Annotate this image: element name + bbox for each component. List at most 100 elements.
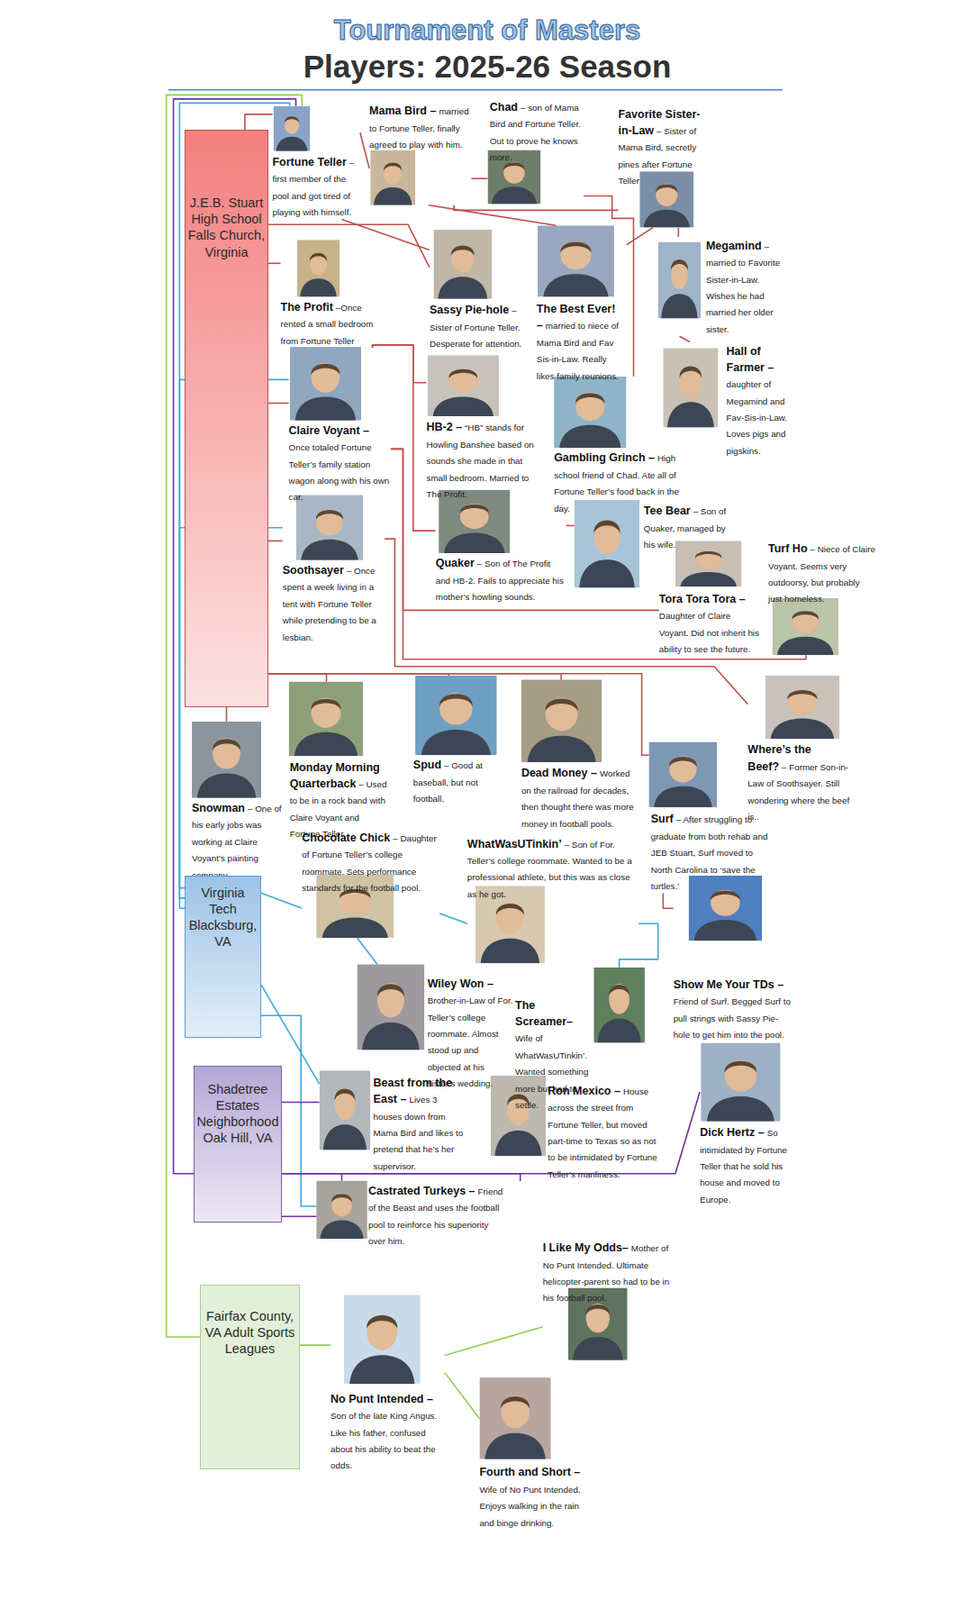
player-name: No Punt Intended – bbox=[330, 1392, 434, 1405]
player-card: Beast from the East –Lives 3 houses down… bbox=[319, 1069, 466, 1173]
player-text: Wiley Won –Brother-in-Law of For. Teller… bbox=[427, 974, 514, 1091]
player-card: Spud– Good at baseball, but not football… bbox=[413, 675, 504, 807]
relation-line bbox=[384, 538, 748, 705]
player-name: Tora Tora Tora – bbox=[659, 592, 746, 606]
relation-line bbox=[444, 1372, 480, 1419]
player-name: Sassy Pie-hole bbox=[429, 303, 509, 317]
player-name: Hall of Farmer – bbox=[726, 344, 775, 374]
player-name: Turf Ho bbox=[768, 542, 808, 555]
player-photo bbox=[357, 963, 426, 1050]
player-description: Friend of Surf. Begged Surf to pull stri… bbox=[673, 996, 791, 1040]
player-card: Mama Bird –married to Fortune Teller, fi… bbox=[369, 101, 471, 205]
player-photo bbox=[521, 679, 602, 762]
player-text: No Punt Intended – Son of the late King A… bbox=[330, 1389, 445, 1473]
diagram-title: Tournament of Masters bbox=[7, 14, 960, 47]
player-text: Castrated Turkeys –Friend of the Beast a… bbox=[368, 1181, 507, 1249]
player-photo bbox=[427, 354, 499, 417]
player-photo bbox=[316, 1179, 368, 1239]
player-photo bbox=[648, 741, 717, 807]
player-photo bbox=[639, 171, 694, 227]
player-name: Soothsayer bbox=[282, 563, 345, 577]
player-text: WhatWasUTinkin’– Son of For. Teller’s co… bbox=[467, 834, 639, 902]
title-rule bbox=[168, 89, 783, 91]
player-description: Son of the late King Angus. Like his fat… bbox=[330, 1410, 437, 1470]
player-card: Chocolate Chick– Daughter of Fortune Tel… bbox=[301, 828, 440, 938]
player-text: Chad– son of Mama Bird and Fortune Telle… bbox=[489, 98, 584, 165]
relation-line bbox=[341, 1172, 344, 1181]
player-text: Dead Money –Worked on the railroad for d… bbox=[521, 763, 636, 831]
relation-line bbox=[261, 892, 302, 908]
relation-line bbox=[244, 114, 273, 130]
player-text: Mama Bird –married to Fortune Teller, fi… bbox=[369, 101, 471, 152]
player-photo bbox=[675, 540, 743, 587]
player-card: Surf– After struggling to graduate from … bbox=[648, 742, 773, 894]
relation-line bbox=[268, 402, 290, 405]
player-photo bbox=[438, 489, 510, 553]
player-text: Fortune Teller– first member of the pool… bbox=[271, 153, 360, 220]
player-card: Tora Tora Tora – Daughter of Claire Voyan… bbox=[659, 540, 761, 656]
relation-line bbox=[281, 1101, 320, 1104]
player-text: The Profit–Once rented a small bedroom f… bbox=[280, 298, 383, 348]
relation-line bbox=[226, 706, 228, 722]
relation-line bbox=[428, 205, 557, 227]
group-box: J.E.B. Stuart High School Falls Church, … bbox=[184, 129, 269, 707]
player-description: “HB” stands for Howling Banshee based on… bbox=[426, 422, 535, 499]
group-name: J.E.B. Stuart High School Falls Church, … bbox=[187, 194, 266, 261]
player-name: Ron Mexico – bbox=[547, 1084, 621, 1097]
player-text: Chocolate Chick– Daughter of Fortune Tel… bbox=[301, 828, 440, 896]
player-photo bbox=[593, 967, 645, 1043]
relation-line bbox=[268, 540, 283, 543]
player-description: So intimidated by Fortune Teller that he… bbox=[699, 1127, 788, 1205]
group-box: Fairfax County, VA Adult Sports Leagues bbox=[199, 1284, 300, 1469]
player-text: Spud– Good at baseball, but not football… bbox=[413, 755, 504, 806]
relation-line bbox=[677, 227, 680, 237]
player-description: House across the street from Fortune Tel… bbox=[547, 1086, 657, 1179]
player-photo bbox=[319, 1069, 372, 1150]
player-description: – After struggling to graduate from both… bbox=[651, 814, 769, 891]
player-description: – One of his early jobs was working at C… bbox=[191, 803, 282, 880]
player-photo bbox=[289, 681, 364, 757]
player-card: Tee Bear– Son of Quaker, managed by his … bbox=[574, 499, 734, 588]
player-text: Tee Bear– Son of Quaker, managed by his … bbox=[643, 501, 734, 552]
player-card: Gambling Grinch –High school friend of C… bbox=[553, 376, 685, 516]
player-name: Mama Bird – bbox=[369, 104, 436, 118]
player-card: Show Me Your TDs –Friend of Surf. Begged… bbox=[673, 875, 795, 1042]
player-text: Claire Voyant –Once totaled Fortune Tell… bbox=[289, 421, 391, 505]
relation-line bbox=[268, 262, 281, 264]
player-photo bbox=[479, 1376, 551, 1459]
player-photo bbox=[289, 346, 362, 421]
relation-line bbox=[619, 923, 659, 968]
player-card: Dead Money –Worked on the railroad for d… bbox=[521, 679, 636, 831]
player-card: Favorite Sister-in-Law– Sister of Mama B… bbox=[617, 105, 708, 228]
player-name: WhatWasUTinkin’ bbox=[467, 837, 562, 851]
player-text: Hall of Farmer – daughter of Megamind and… bbox=[726, 342, 795, 459]
player-photo bbox=[537, 225, 615, 297]
relation-line bbox=[179, 102, 290, 908]
group-box: Virginia Tech Blacksburg, VA bbox=[184, 875, 262, 1038]
relation-line bbox=[444, 1326, 544, 1356]
player-photo bbox=[700, 1042, 780, 1122]
player-card: WhatWasUTinkin’– Son of For. Teller’s co… bbox=[467, 834, 639, 964]
player-photo bbox=[415, 675, 498, 755]
player-name: Castrated Turkeys – bbox=[368, 1184, 476, 1197]
player-text: Dick Hertz –So intimidated by Fortune Te… bbox=[699, 1123, 794, 1206]
player-description: Daughter of Claire Voyant. Did not inher… bbox=[659, 610, 760, 654]
player-photo bbox=[296, 494, 364, 560]
player-photo bbox=[433, 229, 492, 299]
player-name: Snowman bbox=[191, 801, 245, 815]
player-card: Castrated Turkeys –Friend of the Beast a… bbox=[316, 1180, 507, 1249]
player-photo bbox=[553, 376, 626, 448]
player-card: HB-2 –“HB” stands for Howling Banshee ba… bbox=[426, 354, 542, 501]
player-text: I Like My Odds–Mother of No Punt Intende… bbox=[543, 1238, 679, 1305]
player-text: HB-2 –“HB” stands for Howling Banshee ba… bbox=[426, 417, 542, 501]
player-name: The Screamer– bbox=[515, 998, 573, 1028]
player-description: daughter of Megamind and Fav-Sis-in-Law.… bbox=[726, 379, 788, 456]
player-text: Beast from the East –Lives 3 houses down… bbox=[373, 1073, 466, 1173]
relation-line bbox=[372, 344, 436, 531]
player-photo bbox=[772, 597, 840, 655]
player-card: Ron Mexico –House across the street from… bbox=[490, 1075, 666, 1181]
player-card: Fourth and Short –Wife of No Punt Intend… bbox=[479, 1376, 594, 1530]
relation-line bbox=[566, 525, 575, 527]
player-text: The Best Ever! –married to niece of Mama… bbox=[536, 299, 627, 383]
player-card: Wiley Won –Brother-in-Law of For. Teller… bbox=[356, 964, 513, 1091]
